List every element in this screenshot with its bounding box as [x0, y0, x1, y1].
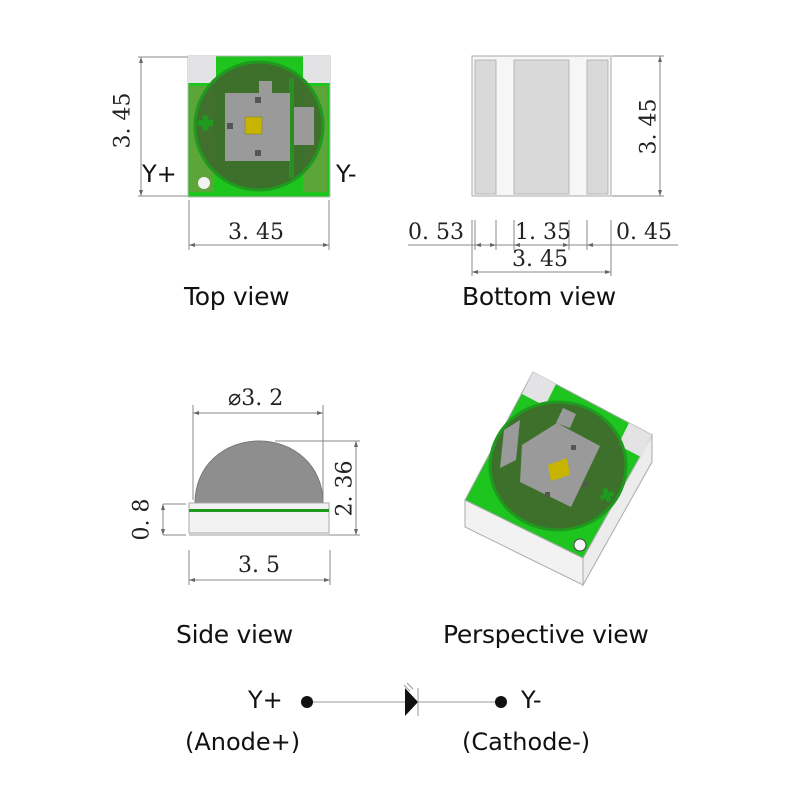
side-view-caption: Side view: [176, 620, 293, 649]
side-lens-dome: [194, 440, 324, 504]
bottom-left-pad-dim: 0. 53: [408, 220, 464, 245]
bottom-pad-left: [474, 59, 497, 195]
polarity-dot-icon: [198, 177, 210, 189]
cathode-label: Y-: [521, 686, 542, 714]
top-view-caption: Top view: [184, 282, 290, 311]
top-left-pin-label: Y+: [142, 160, 177, 188]
top-right-pin-label: Y-: [336, 160, 357, 188]
side-width-dim: 3. 5: [238, 553, 280, 578]
top-width-dim: 3. 45: [228, 220, 284, 245]
bottom-right-pad-dim: 0. 45: [616, 220, 672, 245]
light-emission-icon: [403, 682, 414, 692]
cathode-terminal-icon: [495, 696, 507, 708]
cathode-description: (Cathode-): [462, 728, 591, 756]
side-lens-diameter-dim: ⌀3. 2: [228, 386, 284, 411]
anode-label: Y+: [248, 686, 283, 714]
anode-terminal-icon: [301, 696, 313, 708]
anode-description: (Anode+): [185, 728, 301, 756]
bottom-center-pad-dim: 1. 35: [515, 220, 571, 245]
bottom-view-caption: Bottom view: [462, 282, 616, 311]
bottom-pad-right: [586, 59, 609, 195]
diode-triangle-icon: [405, 688, 418, 716]
perspective-view-caption: Perspective view: [443, 620, 649, 649]
perspective-polarity-dot-icon: [573, 538, 587, 552]
bottom-total-width-dim: 3. 45: [512, 247, 568, 272]
bottom-pad-center: [513, 59, 570, 195]
